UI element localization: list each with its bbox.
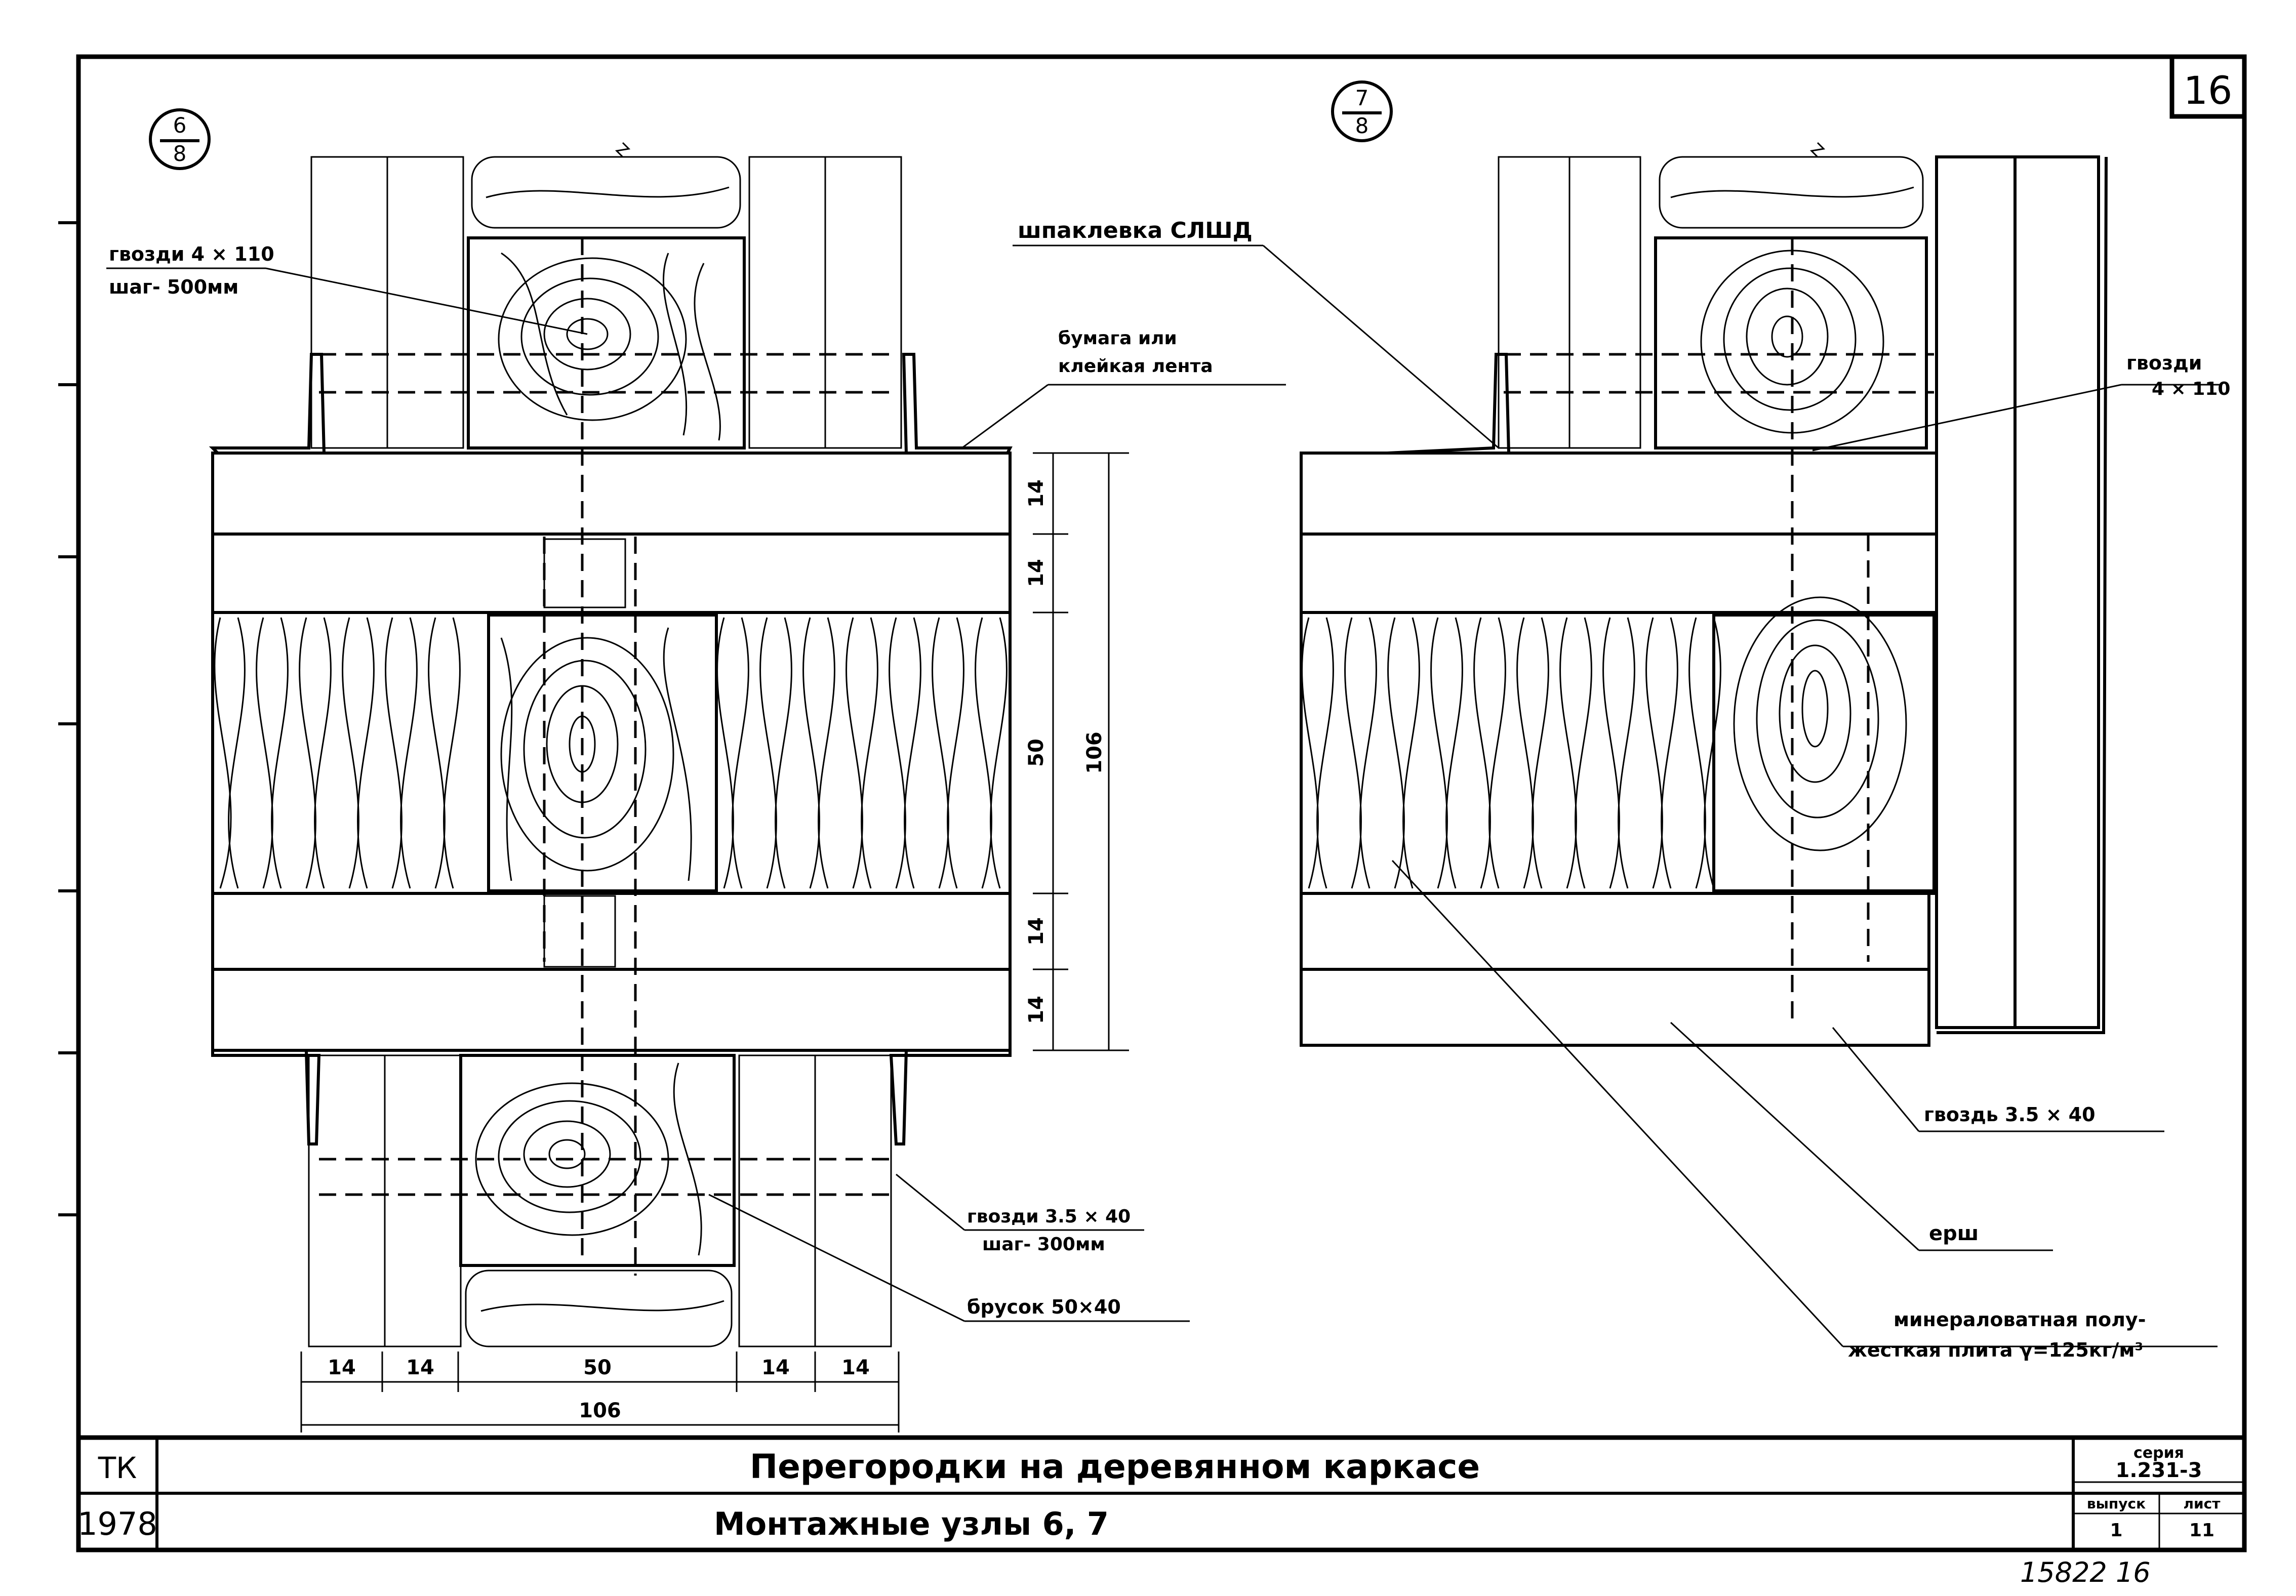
label-bar-50x40: брусок 50×40 (967, 1296, 1121, 1318)
dimension-horizontal: 14 14 50 14 14 106 (300, 1352, 900, 1433)
dim-v-4: 14 (1025, 917, 1048, 946)
node-6-detail: 6 8 (149, 108, 1129, 1433)
dim-v-2: 14 (1025, 559, 1048, 587)
archive-stamp: 15822 16 (2020, 1557, 2151, 1588)
bottom-partition-boards (308, 1054, 892, 1347)
title-sub: Монтажные узлы 6, 7 (714, 1505, 1109, 1542)
label-nails-4x110-top: гвозди 4 × 110 (109, 243, 274, 265)
sheet-label: лист (2184, 1495, 2221, 1512)
node-7-marker: 7 8 (1331, 80, 1393, 142)
dim-h-5: 14 (841, 1356, 870, 1379)
sheet-number-box: 16 (2169, 54, 2247, 119)
label-nails-right-1: гвозди (2126, 352, 2202, 374)
label-nails-35x40-bottom: гвозди 3.5 × 40 (967, 1206, 1131, 1227)
title-code: ТК (98, 1451, 137, 1485)
dimension-vertical: 14 14 50 14 14 106 (1025, 452, 1129, 1051)
leader-lines (106, 244, 2220, 1347)
dim-h-3: 50 (583, 1356, 612, 1379)
node-7-detail: 7 8 (1300, 80, 2108, 1047)
sheet-value: 11 (2189, 1520, 2214, 1541)
node-6-marker: 6 8 (149, 108, 211, 170)
title-year: 1978 (77, 1505, 157, 1542)
series-label: серия (2133, 1444, 2184, 1462)
dim-v-1: 14 (1025, 479, 1048, 508)
top-wood-stud (467, 156, 746, 449)
node-7-denominator: 8 (1355, 113, 1369, 138)
node-7-numerator: 7 (1355, 86, 1369, 110)
wall-layer-inner-bottom (211, 892, 1012, 971)
label-paper-or-tape-2: клейкая лента (1058, 356, 1213, 377)
wall-layer-outer-bottom (211, 968, 1012, 1052)
title-block: ТК 1978 Перегородки на деревянном каркас… (77, 1435, 2244, 1550)
dim-h-2: 14 (406, 1356, 434, 1379)
dim-h-1: 14 (328, 1356, 356, 1379)
dim-v-3: 50 (1025, 739, 1048, 767)
wall-layer-outer-top (211, 452, 1012, 536)
node-6-denominator: 8 (173, 141, 187, 166)
dim-v-total: 106 (1083, 731, 1106, 774)
sheet-frame (58, 54, 2247, 1552)
wall-layer-inner-top (211, 533, 1012, 614)
dim-v-5: 14 (1025, 996, 1048, 1024)
bottom-wood-stud (319, 1054, 891, 1347)
label-mineral-wool-2: жесткая плита γ=125кг/м³ (1848, 1339, 2143, 1361)
callout-labels: гвозди 4 × 110 шаг- 500мм бумага или кле… (109, 218, 2230, 1361)
dim-h-4: 14 (761, 1356, 790, 1379)
wall-mineral-wool-left (211, 611, 1012, 895)
top-partition-boards (310, 142, 902, 449)
label-nails-step-500: шаг- 500мм (109, 276, 238, 298)
label-nails-step-300: шаг- 300мм (982, 1234, 1105, 1255)
issue-value: 1 (2110, 1520, 2122, 1541)
label-mineral-wool-1: минераловатная полу- (1894, 1308, 2146, 1331)
node-6-numerator: 6 (173, 113, 187, 138)
dim-h-total: 106 (579, 1399, 621, 1422)
sheet-number: 16 (2184, 68, 2233, 113)
label-ersh: ерш (1929, 1222, 1979, 1245)
label-nails-right-2: 4 × 110 (2152, 379, 2230, 399)
title-main: Перегородки на деревянном каркасе (750, 1447, 1480, 1486)
label-nail-35x40: гвоздь 3.5 × 40 (1924, 1103, 2096, 1126)
series-value: 1.231-3 (2116, 1459, 2202, 1482)
label-paper-or-tape-1: бумага или (1058, 328, 1177, 349)
label-putty: шпаклевка СЛШД (1018, 218, 1253, 243)
issue-label: выпуск (2087, 1495, 2146, 1512)
